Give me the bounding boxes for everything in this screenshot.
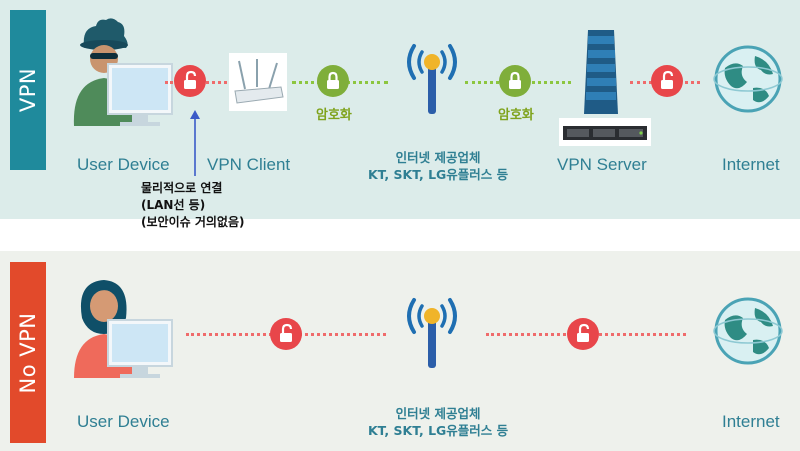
rack-server-photo [559, 118, 651, 146]
server-icon [584, 30, 618, 114]
vpn-tab: VPN [10, 10, 46, 170]
unlock-icon-4 [567, 318, 599, 350]
no-vpn-tab-label: No VPN [16, 312, 40, 393]
internet-label: Internet [722, 155, 780, 174]
isp-label: 인터넷 제공업체 KT, SKT, LG유플러스 등 [368, 149, 508, 183]
encryption-label-2: 암호화 [498, 108, 534, 123]
encryption-label: 암호화 [316, 108, 352, 123]
unlock-icon-2 [651, 65, 683, 97]
unlock-icon-3 [270, 318, 302, 350]
antenna-icon-2 [407, 298, 457, 368]
no-vpn-tab: No VPN [10, 262, 46, 443]
lock-icon [317, 65, 349, 97]
lock-icon [499, 65, 531, 97]
hacker-user-icon [73, 18, 173, 126]
vpn-server-label: VPN Server [557, 155, 647, 174]
isp-label-no-vpn: 인터넷 제공업체 KT, SKT, LG유플러스 등 [368, 405, 508, 439]
note-line2: (LAN선 등) [141, 198, 206, 212]
user-device-label: User Device [77, 155, 170, 174]
isp-label-line1: 인터넷 제공업체 [395, 150, 481, 165]
router-box [229, 53, 287, 111]
unlock-icon [174, 65, 206, 97]
internet-label-no-vpn: Internet [722, 412, 780, 431]
antenna-icon [407, 44, 457, 114]
vpn-client-label: VPN Client [207, 155, 291, 174]
note-pointer-arrow [190, 110, 200, 176]
note-line3: (보안이슈 거의없음) [141, 215, 245, 229]
isp-label-line2: KT, SKT, LG유플러스 등 [368, 167, 509, 182]
isp-label-no-vpn-line1: 인터넷 제공업체 [395, 406, 481, 421]
note-line1: 물리적으로 연결 [141, 181, 223, 195]
globe-icon [713, 45, 783, 113]
router-icon [234, 59, 284, 104]
globe-icon-2 [713, 297, 783, 365]
physical-connection-note: 물리적으로 연결 (LAN선 등) (보안이슈 거의없음) [141, 180, 244, 231]
user-device-label-no-vpn: User Device [77, 412, 170, 431]
vpn-tab-label: VPN [16, 67, 40, 113]
user-woman-icon [74, 280, 173, 378]
isp-label-no-vpn-line2: KT, SKT, LG유플러스 등 [368, 423, 509, 438]
